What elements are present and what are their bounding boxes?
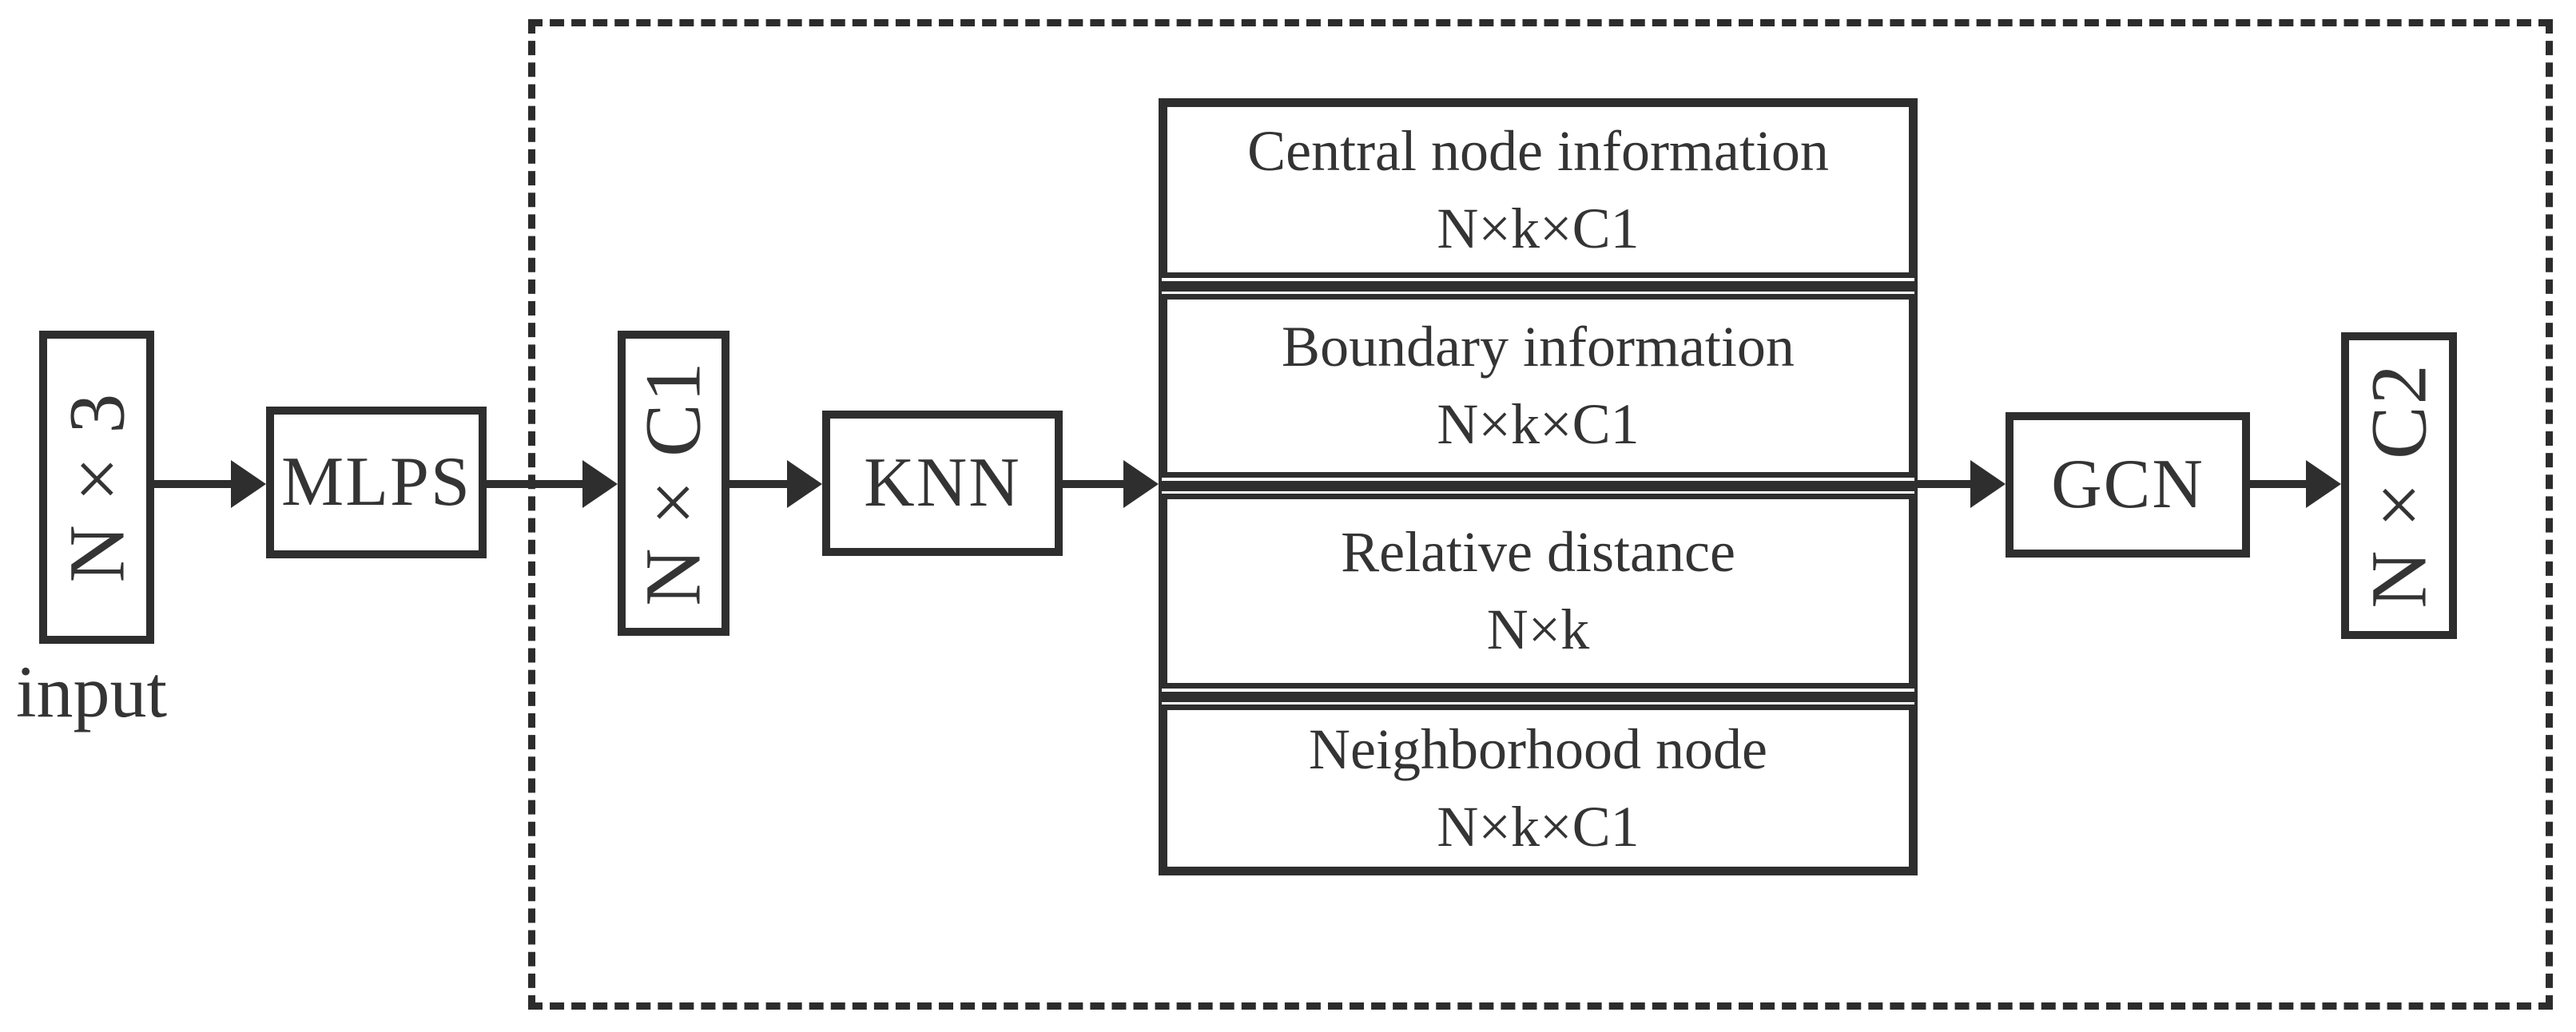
arrow-head: [231, 460, 266, 508]
section-label: Neighborhood node: [1309, 717, 1767, 782]
arrow-head: [582, 460, 618, 508]
section-dims: N×k×C1: [1437, 795, 1640, 859]
input-caption: input: [16, 651, 168, 732]
feature-stack: Central node information N×k×C1 Boundary…: [1159, 98, 1918, 875]
input-tensor-label: N × 3: [52, 391, 141, 583]
stack-separator: [1162, 689, 1914, 705]
mlps-box: MLPS: [266, 407, 487, 558]
section-label: Relative distance: [1341, 520, 1735, 585]
arrow-line: [729, 480, 789, 488]
section-label: Boundary information: [1282, 315, 1795, 379]
section-dims: N×k: [1486, 597, 1590, 661]
separator-bar: [1162, 480, 1914, 491]
nc2-tensor-label: N × C2: [2354, 363, 2443, 609]
arrow-head: [2306, 460, 2341, 508]
arrow-line: [154, 480, 233, 488]
nc2-tensor-box: N × C2: [2341, 332, 2457, 639]
arrow-head: [787, 460, 822, 508]
input-tensor-box: N × 3: [39, 331, 154, 644]
arrow-head: [1123, 460, 1159, 508]
section-dims: N×k×C1: [1437, 392, 1640, 456]
nc1-tensor-label: N × C1: [629, 360, 718, 606]
stack-section-relative-distance: Relative distance N×k: [1162, 494, 1914, 689]
nc1-tensor-box: N × C1: [618, 331, 729, 636]
separator-bar: [1162, 280, 1914, 292]
stack-separator: [1162, 278, 1914, 294]
gcn-label: GCN: [2051, 446, 2204, 523]
stack-separator: [1162, 478, 1914, 494]
arrow-line: [1918, 480, 1972, 488]
stack-section-neighborhood-node: Neighborhood node N×k×C1: [1162, 705, 1914, 872]
arrow-line: [2250, 480, 2308, 488]
knn-box: KNN: [822, 411, 1063, 556]
mlps-label: MLPS: [281, 443, 471, 521]
knn-label: KNN: [864, 444, 1021, 522]
gcn-box: GCN: [2006, 412, 2250, 558]
separator-bar: [1162, 691, 1914, 702]
module-boundary-dashed-box: [528, 19, 2553, 1010]
arrow-head: [1970, 460, 2006, 508]
stack-section-central-node: Central node information N×k×C1: [1162, 101, 1914, 278]
arrow-line: [487, 480, 584, 488]
section-dims: N×k×C1: [1437, 196, 1640, 260]
arrow-line: [1063, 480, 1125, 488]
section-label: Central node information: [1247, 118, 1829, 183]
stack-section-boundary: Boundary information N×k×C1: [1162, 294, 1914, 478]
